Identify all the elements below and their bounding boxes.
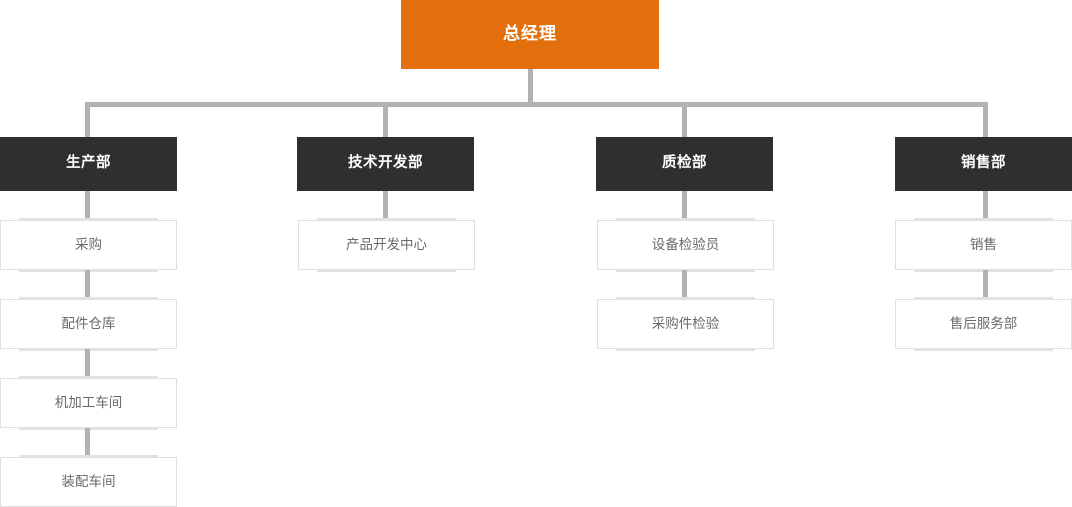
org-node-unit-3-1[interactable]: 设备检验员 — [597, 218, 774, 272]
org-node-root[interactable]: 总经理 — [401, 0, 659, 69]
connector-dept1-to-unit1 — [85, 191, 90, 220]
org-node-unit-1-1[interactable]: 采购 — [0, 218, 177, 272]
org-node-unit-2-1-label: 产品开发中心 — [346, 236, 427, 252]
org-node-dept-1[interactable]: 生产部 — [0, 137, 177, 191]
org-node-unit-3-1-label: 设备检验员 — [651, 236, 720, 252]
org-node-dept-3[interactable]: 质检部 — [596, 137, 773, 191]
connector-horizontal-bus — [85, 102, 988, 107]
org-node-dept-1-label: 生产部 — [66, 155, 111, 172]
org-node-unit-4-1-label: 销售 — [970, 236, 997, 252]
org-node-unit-1-2[interactable]: 配件仓库 — [0, 297, 177, 351]
connector-dept4-to-unit1 — [983, 191, 988, 220]
org-node-unit-1-4-label: 装配车间 — [61, 473, 116, 489]
org-node-unit-2-1[interactable]: 产品开发中心 — [298, 218, 475, 272]
org-node-unit-1-2-label: 配件仓库 — [61, 315, 116, 331]
connector-unit3-to-unit4 — [85, 428, 90, 457]
org-node-dept-4-label: 销售部 — [961, 155, 1006, 172]
org-node-unit-1-1-label: 采购 — [75, 236, 102, 252]
org-node-unit-3-2-label: 采购件检验 — [651, 315, 720, 331]
connector-bus-to-dept-4 — [983, 102, 988, 138]
org-node-unit-3-2[interactable]: 采购件检验 — [597, 297, 774, 351]
connector-bus-to-dept-1 — [85, 102, 90, 138]
org-node-unit-1-3[interactable]: 机加工车间 — [0, 376, 177, 430]
org-node-dept-2-label: 技术开发部 — [348, 155, 423, 172]
connector-unit3-1-to-unit3-2 — [682, 270, 687, 299]
org-node-unit-1-4[interactable]: 装配车间 — [0, 455, 177, 507]
org-node-root-label: 总经理 — [503, 24, 557, 44]
org-node-dept-2[interactable]: 技术开发部 — [297, 137, 474, 191]
org-node-unit-1-3-label: 机加工车间 — [54, 394, 123, 410]
connector-unit4-1-to-unit4-2 — [983, 270, 988, 299]
org-node-dept-3-label: 质检部 — [662, 155, 707, 172]
connector-dept2-to-unit1 — [383, 191, 388, 220]
connector-unit2-to-unit3 — [85, 349, 90, 378]
org-node-unit-4-1[interactable]: 销售 — [895, 218, 1072, 272]
connector-root-down — [528, 69, 533, 105]
connector-unit1-to-unit2 — [85, 270, 90, 299]
org-node-unit-4-2-label: 售后服务部 — [949, 315, 1018, 331]
connector-bus-to-dept-2 — [383, 102, 388, 138]
connector-bus-to-dept-3 — [682, 102, 687, 138]
connector-dept3-to-unit1 — [682, 191, 687, 220]
org-node-dept-4[interactable]: 销售部 — [895, 137, 1072, 191]
org-node-unit-4-2[interactable]: 售后服务部 — [895, 297, 1072, 351]
